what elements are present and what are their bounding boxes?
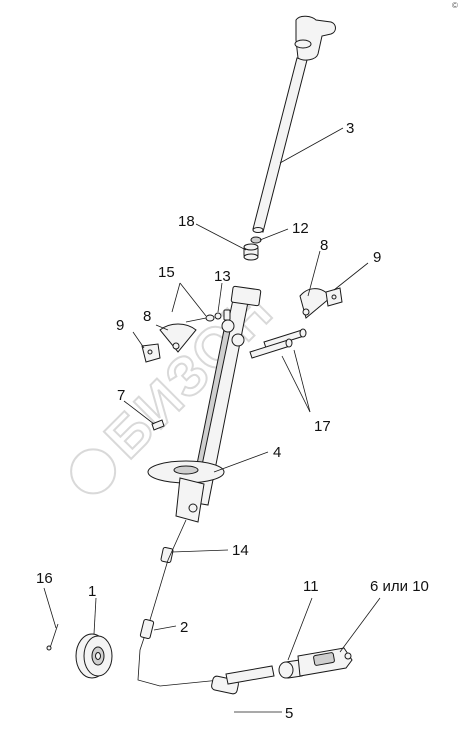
callout-9-right: 9	[373, 249, 381, 266]
part-segment-left	[159, 323, 197, 353]
callout-15: 15	[158, 264, 175, 281]
callout-17: 17	[314, 418, 331, 435]
part-connector	[225, 647, 353, 685]
callout-8-left: 8	[143, 308, 151, 325]
callout-18: 18	[178, 213, 195, 230]
watermark-text: БИЗОН	[92, 278, 284, 470]
part-cable	[137, 519, 261, 687]
callout-4: 4	[273, 444, 281, 461]
part-small-hardware	[185, 309, 231, 323]
part-axles	[249, 328, 307, 359]
callout-labels: 3 18 12 8 9 15 13 8 9 7 17 4 14 16 1 11 …	[36, 120, 429, 722]
callout-16: 16	[36, 570, 53, 587]
part-cotter-pin	[46, 623, 59, 651]
part-sleeve	[160, 546, 174, 564]
callout-7: 7	[117, 387, 125, 404]
part-lever-rod	[252, 15, 336, 233]
part-clip-right	[325, 287, 343, 307]
callout-3: 3	[346, 120, 354, 137]
callout-8-right: 8	[320, 237, 328, 254]
callout-6-or-10: 6 или 10	[370, 578, 429, 595]
callout-12: 12	[292, 220, 309, 237]
callout-9-left: 9	[116, 317, 124, 334]
callout-5: 5	[285, 705, 293, 722]
leader-lines	[43, 127, 381, 713]
part-bushing	[243, 236, 262, 261]
part-clip-left	[141, 343, 161, 363]
callout-13: 13	[214, 268, 231, 285]
callout-11: 11	[303, 578, 319, 595]
part-column	[147, 285, 262, 523]
part-roller	[75, 633, 113, 679]
callout-2: 2	[180, 619, 188, 636]
part-pin	[151, 419, 165, 431]
callout-1: 1	[88, 583, 96, 600]
corner-mark: ©	[452, 1, 458, 10]
part-segment-right	[299, 288, 331, 319]
callout-14: 14	[232, 542, 249, 559]
